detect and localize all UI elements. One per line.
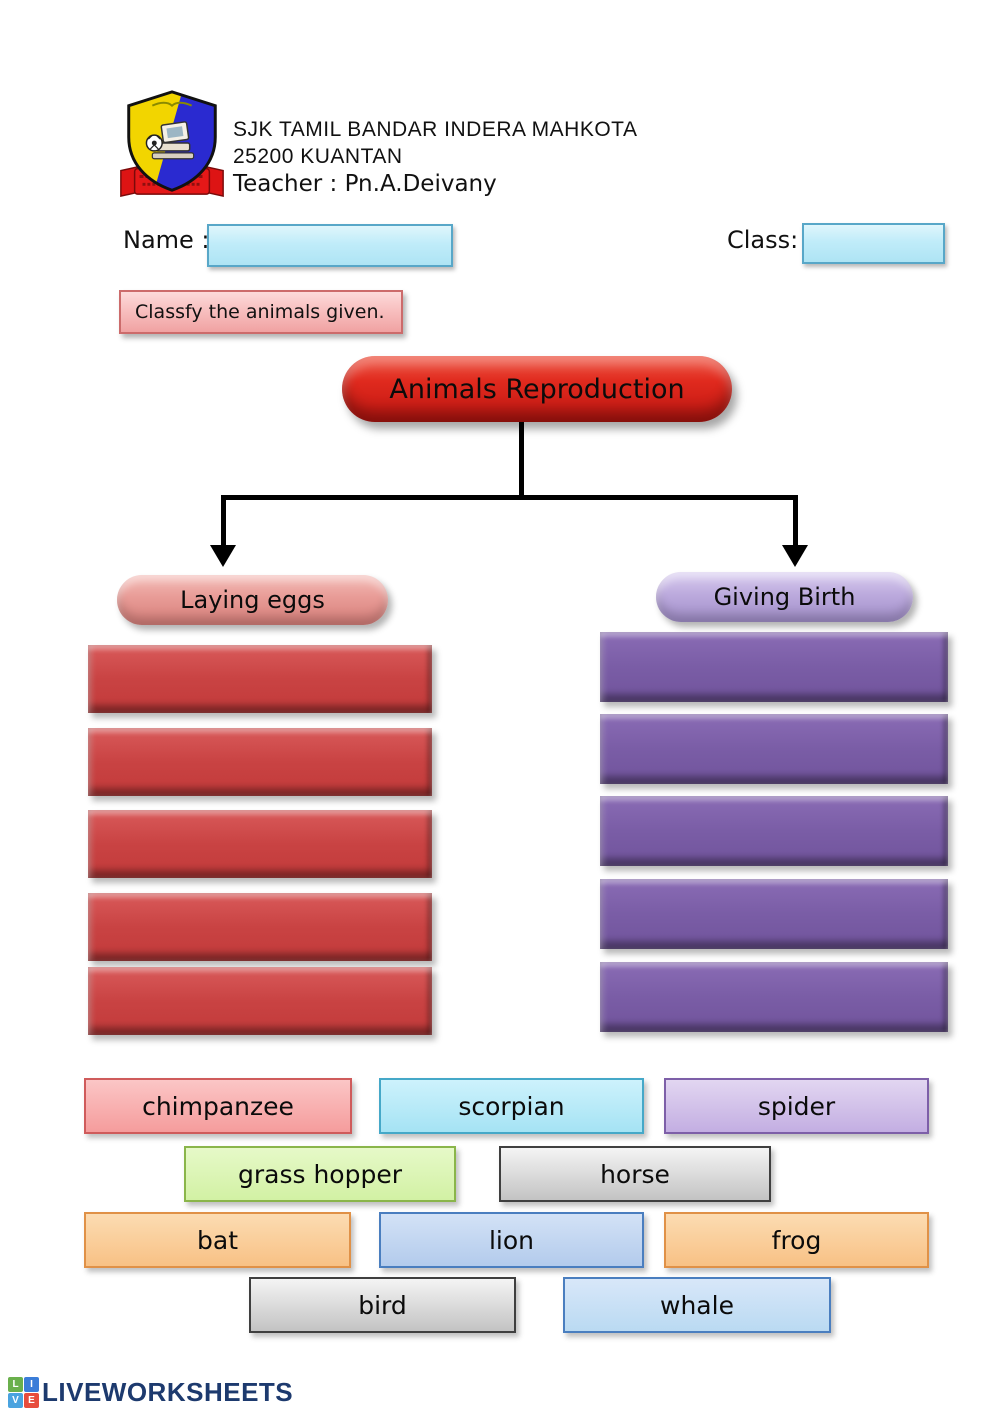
category-giving-birth: Giving Birth bbox=[656, 572, 913, 622]
liveworksheets-icon: L I V E bbox=[8, 1377, 39, 1408]
connector-right-stem bbox=[793, 495, 798, 547]
giving-birth-slot-3[interactable] bbox=[600, 796, 948, 866]
word-bat[interactable]: bat bbox=[84, 1212, 351, 1268]
laying-eggs-slot-4[interactable] bbox=[88, 893, 432, 961]
word-spider[interactable]: spider bbox=[664, 1078, 929, 1134]
class-label: Class: bbox=[727, 226, 799, 254]
word-frog[interactable]: frog bbox=[664, 1212, 929, 1268]
instruction-box: Classfy the animals given. bbox=[119, 290, 403, 334]
laying-eggs-slot-3[interactable] bbox=[88, 810, 432, 878]
laying-eggs-slot-2[interactable] bbox=[88, 728, 432, 796]
giving-birth-slot-2[interactable] bbox=[600, 714, 948, 784]
icon-letter-i: I bbox=[24, 1377, 39, 1392]
word-lion[interactable]: lion bbox=[379, 1212, 644, 1268]
school-badge-logo bbox=[120, 90, 224, 198]
connector-root-stem bbox=[519, 422, 524, 498]
giving-birth-slot-5[interactable] bbox=[600, 962, 948, 1032]
icon-letter-v: V bbox=[8, 1393, 23, 1408]
category-laying-eggs: Laying eggs bbox=[117, 575, 388, 625]
liveworksheets-brand: L I V E LIVEWORKSHEETS bbox=[8, 1377, 293, 1408]
laying-eggs-slot-1[interactable] bbox=[88, 645, 432, 713]
icon-letter-l: L bbox=[8, 1377, 23, 1392]
brand-wordmark: LIVEWORKSHEETS bbox=[42, 1377, 294, 1407]
word-whale[interactable]: whale bbox=[563, 1277, 831, 1333]
connector-horizontal bbox=[221, 495, 798, 500]
word-bird[interactable]: bird bbox=[249, 1277, 516, 1333]
school-postcode: 25200 KUANTAN bbox=[233, 145, 403, 168]
arrow-down-right-icon bbox=[782, 545, 808, 567]
word-grass-hopper[interactable]: grass hopper bbox=[184, 1146, 456, 1202]
school-name: SJK TAMIL BANDAR INDERA MAHKOTA bbox=[233, 118, 638, 141]
name-input[interactable] bbox=[207, 224, 453, 267]
word-chimpanzee[interactable]: chimpanzee bbox=[84, 1078, 352, 1134]
laying-eggs-slot-5[interactable] bbox=[88, 967, 432, 1035]
connector-left-stem bbox=[221, 495, 226, 547]
giving-birth-slot-1[interactable] bbox=[600, 632, 948, 702]
class-input[interactable] bbox=[802, 223, 945, 264]
arrow-down-left-icon bbox=[210, 545, 236, 567]
root-node-animals-reproduction: Animals Reproduction bbox=[342, 356, 732, 422]
word-horse[interactable]: horse bbox=[499, 1146, 771, 1202]
word-scorpian[interactable]: scorpian bbox=[379, 1078, 644, 1134]
name-label: Name : bbox=[123, 226, 210, 254]
giving-birth-slot-4[interactable] bbox=[600, 879, 948, 949]
teacher-name: Teacher : Pn.A.Deivany bbox=[233, 171, 497, 197]
icon-letter-e: E bbox=[24, 1393, 39, 1408]
